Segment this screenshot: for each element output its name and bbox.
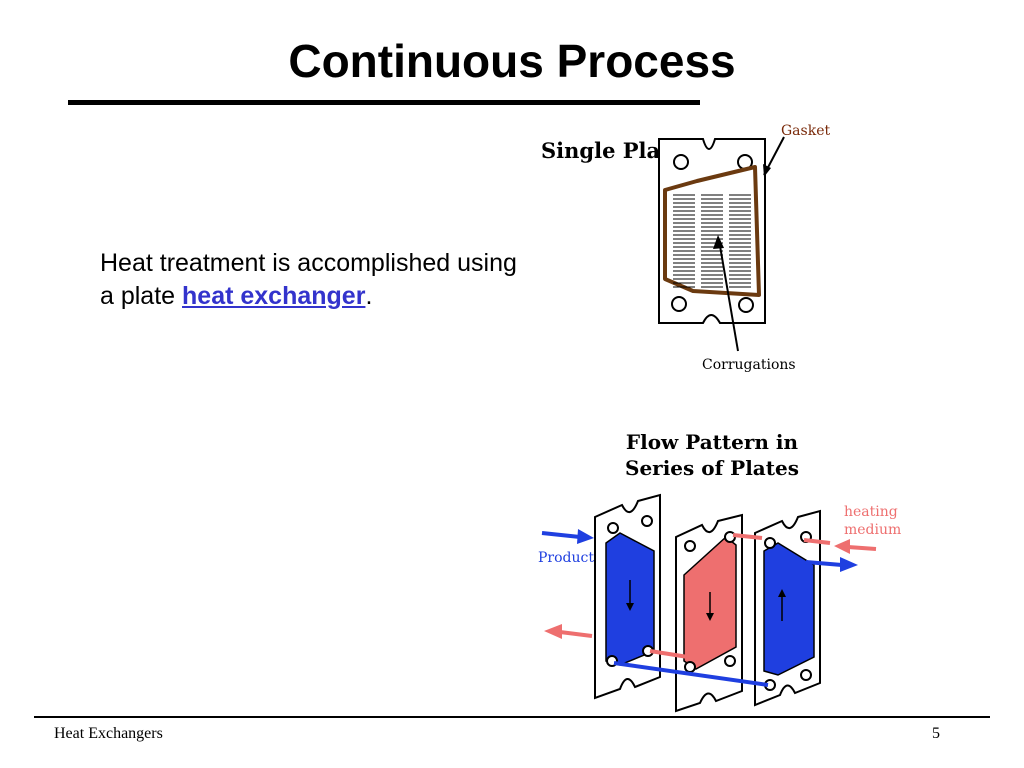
plate-1-flow-arrowhead [626, 603, 634, 611]
gasket-label: Gasket [781, 123, 830, 139]
heating-in-arrow [803, 538, 831, 545]
title-underline [68, 100, 700, 105]
single-plate-figure: Single Plate Gasket Corrugations [541, 123, 830, 373]
corrugations-arrowhead [713, 235, 724, 249]
port-circle [724, 655, 736, 667]
heating-link-top [732, 533, 763, 540]
heating-label-line2: medium [844, 522, 901, 538]
footer-title: Heat Exchangers [54, 725, 163, 742]
body-text: Heat treatment is accomplished using a p… [100, 247, 530, 313]
heating-out-arrowhead [544, 624, 562, 639]
gasket-outline [663, 165, 761, 297]
product-in-arrowhead [577, 529, 594, 544]
port-circle [673, 154, 689, 170]
product-out-arrowhead [840, 557, 858, 572]
port-circle [671, 296, 687, 312]
body-text-end: . [365, 282, 373, 310]
corrugations-label: Corrugations [702, 357, 796, 373]
port-circle [641, 515, 653, 527]
heating-link-bottom [649, 649, 689, 659]
port-circle [764, 537, 776, 549]
footer-rule [34, 716, 990, 718]
heating-label-line1: heating [844, 504, 898, 520]
gasket-arrowhead [763, 164, 771, 177]
plate-3-product-channel [763, 542, 815, 676]
heat-exchanger-link[interactable]: heat exchanger [182, 282, 366, 310]
page-number: 5 [932, 725, 940, 742]
port-circle [684, 661, 696, 673]
slide-title: Continuous Process [288, 35, 736, 87]
flow-title-line2: Series of Plates [625, 456, 799, 480]
port-circle [607, 522, 619, 534]
heating-out-arrow [559, 630, 593, 638]
plate-2-flow-arrowhead [706, 613, 714, 621]
corrugations-pointer-line [718, 239, 739, 352]
plate-3-flow-arrowhead [778, 589, 786, 597]
heating-in-arrow-right [847, 545, 877, 551]
product-in-arrow [541, 531, 581, 539]
flow-title-line1: Flow Pattern in [626, 430, 799, 454]
body-text-intro: Heat treatment is accomplished using a p… [100, 249, 517, 310]
heating-in-arrowhead [834, 539, 850, 554]
port-circle [738, 297, 754, 313]
port-circle [800, 669, 812, 681]
flow-pattern-figure: Flow Pattern in Series of Plates Product… [538, 430, 901, 713]
product-link-bottom [613, 661, 769, 687]
product-label: Product [538, 550, 594, 566]
product-out-arrow [805, 560, 843, 567]
port-circle [684, 540, 696, 552]
